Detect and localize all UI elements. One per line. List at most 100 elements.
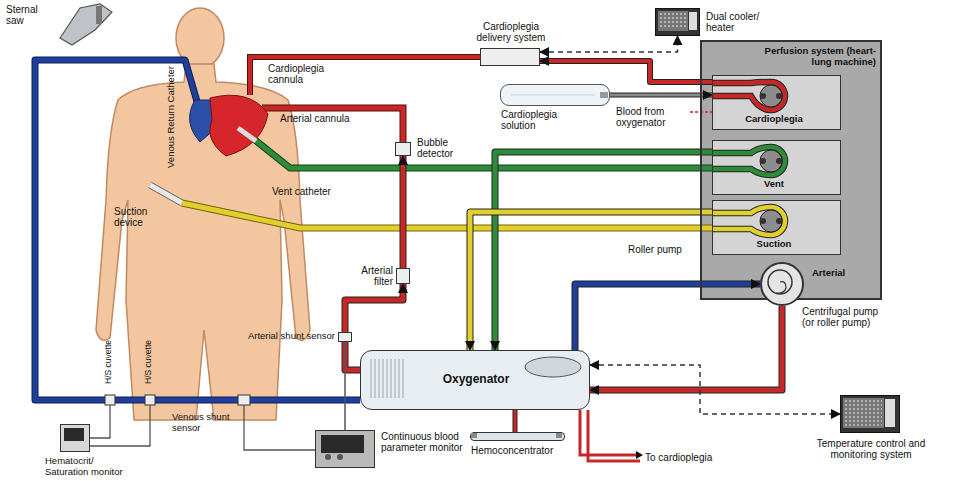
device-graphic xyxy=(379,359,380,398)
filter-tube: Hemoconcentrator xyxy=(470,432,565,441)
cuvette xyxy=(105,395,115,405)
device-graphic xyxy=(841,396,899,432)
device-graphic xyxy=(556,433,562,438)
device-box: Cardioplegia delivery system xyxy=(480,48,540,66)
part-label: To cardioplegia xyxy=(645,452,735,463)
part-label: Sternal saw xyxy=(6,4,58,26)
device-graphic xyxy=(511,95,595,96)
solution-bag: Cardioplegia solution xyxy=(500,84,610,106)
node-label: Bubble detector xyxy=(417,137,475,159)
device-graphic xyxy=(387,359,388,398)
device-graphic xyxy=(885,399,895,427)
tube-line xyxy=(590,306,782,390)
sternal-saw xyxy=(60,4,112,45)
part-label: Arterial cannula xyxy=(280,113,375,124)
device-graphic xyxy=(845,400,882,401)
part-label: Vent catheter xyxy=(272,186,352,197)
tube-connector xyxy=(590,306,782,390)
device-graphic xyxy=(660,13,686,14)
device-graphic xyxy=(845,420,882,421)
device-graphic xyxy=(845,416,882,417)
sternal-saw xyxy=(96,6,102,24)
device-graphic xyxy=(658,11,688,31)
machine-panel: Perfusion system (heart-lung machine) Car… xyxy=(700,40,882,300)
device-graphic xyxy=(713,82,785,110)
device-box: Bubble detector xyxy=(395,142,411,156)
device-graphic xyxy=(600,92,608,98)
device-box: Arterial filter xyxy=(396,268,410,284)
tube-line xyxy=(344,342,346,430)
monitor-unit: Dual cooler/ heater xyxy=(655,8,700,36)
roller-pump: Suction xyxy=(712,200,841,255)
tube-line xyxy=(401,156,406,268)
device-graphic xyxy=(768,270,792,294)
vent-catheter xyxy=(238,128,256,141)
cardioplegia-outlet xyxy=(636,451,643,459)
node-label: Dual cooler/ heater xyxy=(706,11,786,33)
device-graphic xyxy=(660,17,686,18)
device-graphic xyxy=(660,25,686,26)
venous-shunt-sensor xyxy=(238,395,250,405)
device-graphic xyxy=(383,359,384,398)
human-body xyxy=(96,64,310,420)
tube-line xyxy=(610,94,712,97)
part-label: Venous shunt sensor xyxy=(172,412,236,433)
device-graphic xyxy=(713,147,785,175)
arterial-tube xyxy=(262,108,403,142)
device-graphic xyxy=(776,282,786,294)
device-graphic xyxy=(776,218,782,224)
node-label: Temperature control and monitoring syste… xyxy=(796,438,946,460)
device-graphic xyxy=(845,404,882,405)
device-graphic xyxy=(325,454,331,460)
heart xyxy=(190,95,268,156)
node-label: Centrifugal pump (or roller pump) xyxy=(802,306,887,328)
tube-outline xyxy=(575,284,760,350)
tube-line xyxy=(540,36,678,52)
device-graphic xyxy=(403,359,404,398)
device-graphic xyxy=(845,424,882,425)
part-label: Suction device xyxy=(114,206,174,228)
device-graphic xyxy=(760,85,782,107)
node-label: Perfusion system (heart-lung machine) xyxy=(762,46,876,67)
device-graphic xyxy=(760,158,766,164)
device-graphic xyxy=(337,454,343,460)
tube-connector xyxy=(345,342,346,430)
device-graphic xyxy=(845,412,882,413)
tube-outline xyxy=(400,156,407,268)
vent-catheter xyxy=(238,128,256,141)
device-graphic xyxy=(760,218,766,224)
device-graphic xyxy=(371,359,372,398)
sternal-saw xyxy=(60,4,112,45)
heart xyxy=(210,95,268,156)
tube-connector xyxy=(540,61,712,82)
node-label: Arterial shunt sensor xyxy=(227,331,335,342)
device-graphic xyxy=(471,433,477,438)
tube-line xyxy=(495,152,712,350)
tube-connector xyxy=(575,284,760,350)
suction-wand xyxy=(150,185,182,203)
cardioplegia-tube xyxy=(250,57,480,95)
part-label: Arterial xyxy=(812,268,872,279)
tube-connector xyxy=(495,152,712,350)
tube-line xyxy=(575,284,760,350)
device-graphic xyxy=(713,147,785,175)
cuvette xyxy=(90,405,110,438)
node-label: Cardioplegia xyxy=(713,114,835,125)
device-graphic xyxy=(316,431,373,466)
node-label: Hematocrit/ Saturation monitor xyxy=(45,456,137,477)
monitor-unit: Hematocrit/ Saturation monitor xyxy=(60,424,90,452)
roller-pump: Cardioplegia xyxy=(712,75,841,130)
tube-connector xyxy=(590,365,840,414)
tube-outline xyxy=(540,61,712,82)
part-label: Blood from oxygenator xyxy=(616,106,688,128)
node-label: Continuous blood parameter monitor xyxy=(381,431,466,453)
device-graphic xyxy=(760,150,782,172)
cardioplegia-outlet xyxy=(580,410,643,461)
cuvette xyxy=(145,395,155,405)
tube-line xyxy=(514,410,517,432)
device-graphic xyxy=(501,85,609,105)
venous-shunt-sensor xyxy=(244,405,315,450)
arterial-tube xyxy=(262,108,403,142)
device-graphic xyxy=(656,9,699,35)
